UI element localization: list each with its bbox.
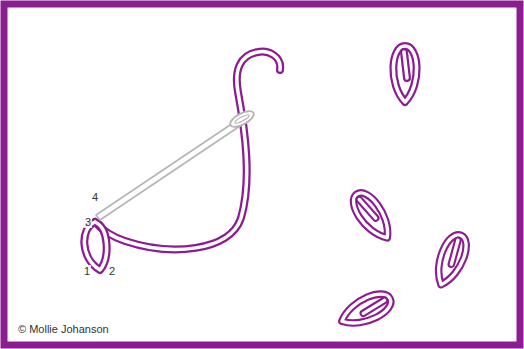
lazy-daisy-petal [393, 46, 416, 102]
thread-main-core [95, 52, 280, 250]
lazy-daisy-petal [431, 231, 471, 289]
petal-loop-outline [431, 231, 471, 289]
needle-eye [228, 108, 256, 130]
callout-number: 3 [84, 216, 92, 228]
petal-loop-outline [337, 289, 395, 332]
petal-loop-outline [393, 46, 416, 102]
petal-tack-outline [362, 300, 386, 313]
frame-border [4, 4, 520, 345]
thread-main-outline [95, 52, 280, 250]
petal-tack-core [362, 300, 386, 313]
thread-loop-outline [84, 222, 106, 270]
petal-loop-core [337, 289, 395, 332]
petal-tack-core [404, 52, 407, 78]
petal-tack-outline [359, 198, 376, 220]
petal-loop-core [393, 46, 416, 102]
petal-loop-outline [348, 188, 397, 244]
callout-number: 4 [91, 191, 99, 203]
working-thread [84, 52, 280, 270]
needle-shaft [96, 121, 240, 220]
callout-number: 2 [108, 265, 116, 277]
copyright-note: © Mollie Johanson [17, 323, 110, 335]
lazy-daisy-petal [337, 289, 395, 332]
callout-number: 1 [83, 265, 91, 277]
needle [96, 108, 256, 220]
needle-eye-hole [234, 113, 250, 124]
lazy-daisy-petal [348, 188, 397, 244]
petal-tack-core [449, 240, 461, 264]
petal-tack-outline [449, 240, 461, 264]
petal-tack-outline [404, 52, 407, 78]
petal-tack-core [359, 198, 376, 220]
petal-loop-core [348, 188, 397, 244]
thread-loop-core [84, 222, 106, 270]
petal-loop-core [431, 231, 471, 289]
detached-stitches [337, 46, 471, 331]
